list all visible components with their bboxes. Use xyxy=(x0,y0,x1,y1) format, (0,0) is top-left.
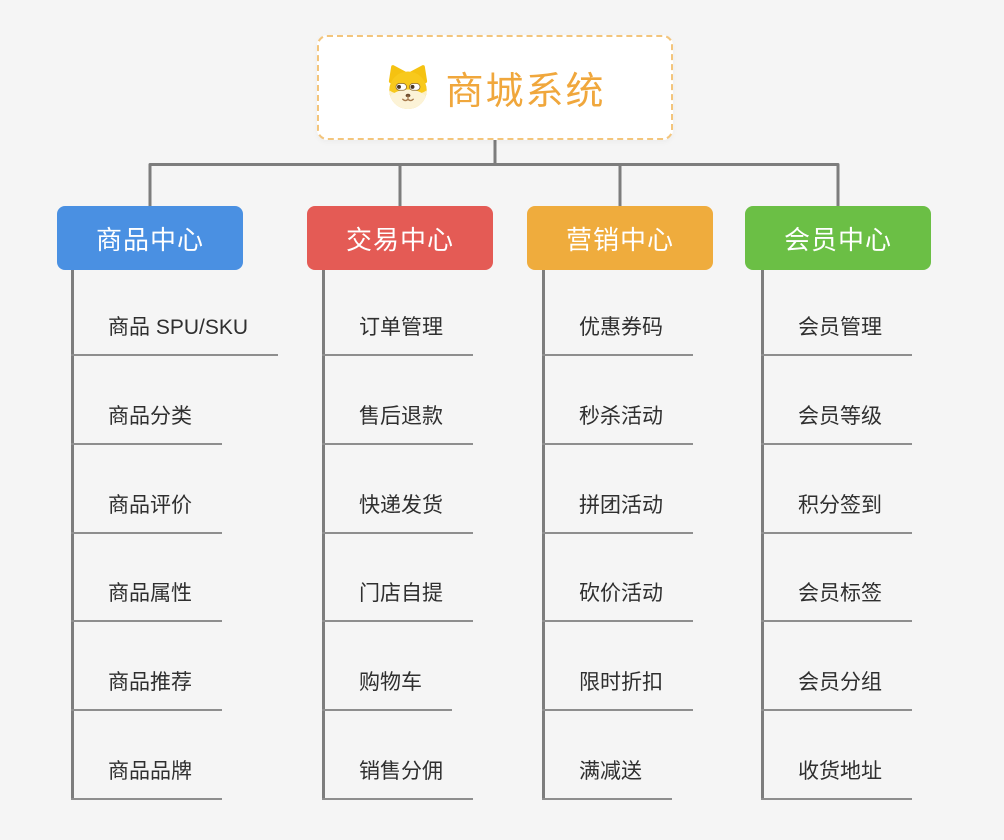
branch-node-product-center[interactable]: 商品中心 xyxy=(57,206,243,270)
dog-face-icon xyxy=(384,64,432,112)
leaf-item-3-5[interactable]: 收货地址 xyxy=(761,756,912,800)
leaf-item-1-4[interactable]: 购物车 xyxy=(322,667,452,711)
leaf-item-0-0[interactable]: 商品 SPU/SKU xyxy=(71,312,279,356)
leaf-item-3-1[interactable]: 会员等级 xyxy=(761,401,912,445)
leaf-item-2-0[interactable]: 优惠券码 xyxy=(542,312,693,356)
leaf-item-0-4[interactable]: 商品推荐 xyxy=(71,667,222,711)
branch-children-member-center: 会员管理 会员等级 积分签到 会员标签 会员分组 收货地址 xyxy=(761,270,1004,800)
leaf-item-3-2[interactable]: 积分签到 xyxy=(761,490,912,534)
leaf-item-0-5[interactable]: 商品品牌 xyxy=(71,756,222,800)
leaf-item-3-0[interactable]: 会员管理 xyxy=(761,312,912,356)
leaf-item-2-2[interactable]: 拼团活动 xyxy=(542,490,693,534)
leaf-item-1-2[interactable]: 快递发货 xyxy=(322,490,473,534)
leaf-item-1-0[interactable]: 订单管理 xyxy=(322,312,473,356)
root-title: 商城系统 xyxy=(445,71,606,113)
leaf-item-3-4[interactable]: 会员分组 xyxy=(761,667,912,711)
leaf-item-2-4[interactable]: 限时折扣 xyxy=(542,667,693,711)
leaf-item-1-3[interactable]: 门店自提 xyxy=(322,578,473,622)
leaf-item-2-5[interactable]: 满减送 xyxy=(542,756,672,800)
branch-node-trade-center[interactable]: 交易中心 xyxy=(307,206,493,270)
leaf-item-1-1[interactable]: 售后退款 xyxy=(322,401,473,445)
branch-children-marketing-center: 优惠券码 秒杀活动 拼团活动 砍价活动 限时折扣 满减送 xyxy=(542,270,792,800)
leaf-item-0-2[interactable]: 商品评价 xyxy=(71,490,222,534)
leaf-item-3-3[interactable]: 会员标签 xyxy=(761,578,912,622)
leaf-item-2-3[interactable]: 砍价活动 xyxy=(542,578,693,622)
branch-children-product-center: 商品 SPU/SKU 商品分类 商品评价 商品属性 商品推荐 商品品牌 xyxy=(71,270,321,800)
leaf-item-1-5[interactable]: 销售分佣 xyxy=(322,756,473,800)
branch-children-trade-center: 订单管理 售后退款 快递发货 门店自提 购物车 销售分佣 xyxy=(322,270,572,800)
branch-node-member-center[interactable]: 会员中心 xyxy=(745,206,931,270)
root-node[interactable]: 商城系统 xyxy=(317,35,673,140)
leaf-item-2-1[interactable]: 秒杀活动 xyxy=(542,401,693,445)
branch-node-marketing-center[interactable]: 营销中心 xyxy=(527,206,713,270)
leaf-item-0-3[interactable]: 商品属性 xyxy=(71,578,222,622)
leaf-item-0-1[interactable]: 商品分类 xyxy=(71,401,222,445)
